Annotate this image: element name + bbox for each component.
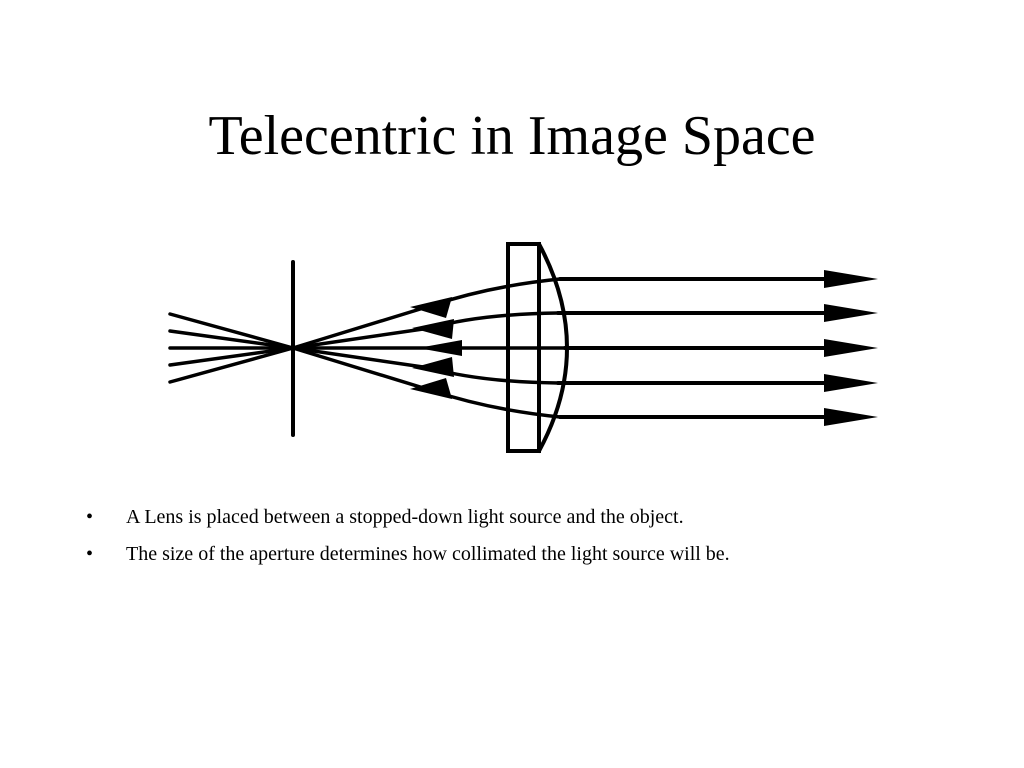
bullet-item: • A Lens is placed between a stopped-dow… [86,503,986,531]
collimated-rays [556,277,832,419]
output-arrowheads [824,270,878,426]
bullet-text: A Lens is placed between a stopped-down … [126,506,684,528]
incoming-rays [168,312,295,384]
bullet-list: • A Lens is placed between a stopped-dow… [86,503,986,577]
bullet-dot: • [86,506,94,528]
lens-plate [506,242,541,453]
bullet-item: • The size of the aperture determines ho… [86,540,986,568]
slide-title: Telecentric in Image Space [208,105,816,167]
inbound-arrowheads [410,297,462,399]
bullet-dot: • [86,543,94,565]
diverging-rays [291,304,432,392]
bullet-text: The size of the aperture determines how … [126,543,730,565]
